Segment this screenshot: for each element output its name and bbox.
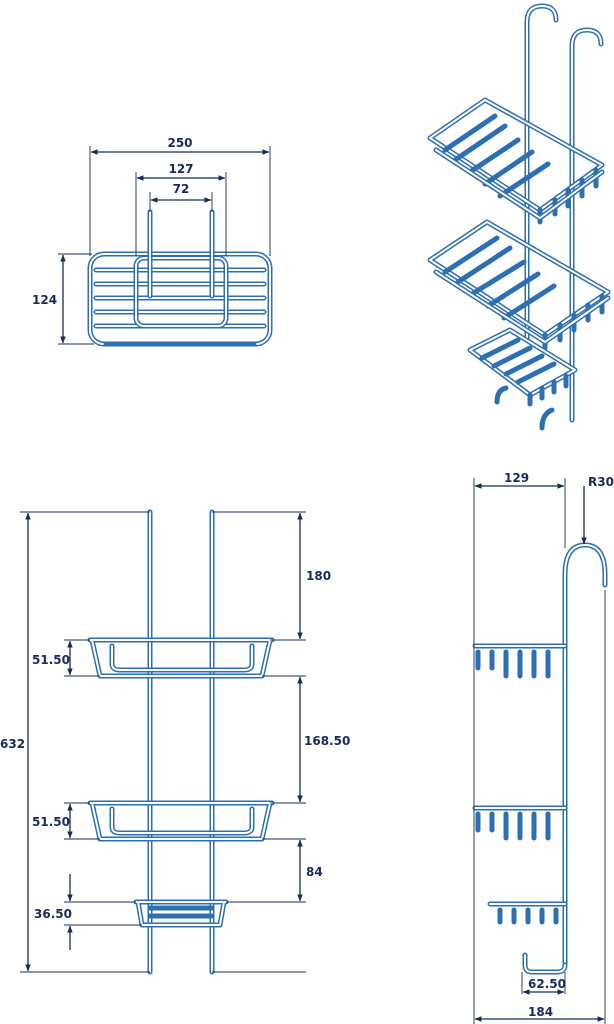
front-rails bbox=[147, 509, 215, 975]
dim-hook-radius: R30 bbox=[588, 475, 614, 489]
front-shelf-1 bbox=[87, 637, 275, 679]
iso-shelf-top bbox=[427, 97, 605, 225]
isometric-view bbox=[427, 3, 611, 431]
dim-depth-total: 184 bbox=[528, 1005, 553, 1019]
dim-hook-opening: 62.50 bbox=[528, 977, 566, 991]
front-view: 632 180 51.50 168.50 51.50 84 36.50 bbox=[0, 509, 350, 975]
dim-width-inner: 72 bbox=[173, 182, 190, 196]
dim-width-mid: 127 bbox=[168, 162, 193, 176]
dim-shelf1-height: 51.50 bbox=[32, 653, 70, 667]
iso-shelf-middle bbox=[427, 219, 611, 351]
side-rail-hook bbox=[522, 542, 608, 975]
dim-width-overall: 250 bbox=[167, 136, 192, 150]
iso-shelf-bottom bbox=[467, 327, 578, 407]
dim-shelf2-to-shelf3: 84 bbox=[306, 865, 323, 879]
dim-height-total: 632 bbox=[0, 737, 25, 751]
dim-top-depth: 129 bbox=[504, 471, 529, 485]
dim-depth: 124 bbox=[32, 293, 57, 307]
dim-top-to-shelf1: 180 bbox=[306, 569, 331, 583]
iso-rails bbox=[494, 3, 604, 431]
front-shelf-2 bbox=[87, 800, 275, 842]
side-shelf-1 bbox=[472, 643, 568, 679]
side-shelf-3 bbox=[487, 901, 568, 925]
top-view-basket bbox=[87, 209, 273, 347]
front-shelf-3 bbox=[133, 899, 229, 928]
top-view: 250 127 72 124 bbox=[32, 136, 273, 347]
dim-shelf3-height: 36.50 bbox=[34, 907, 72, 921]
side-view: 129 R30 62.50 184 bbox=[472, 471, 614, 1024]
dim-shelf1-to-shelf2: 168.50 bbox=[304, 734, 350, 748]
dim-shelf2-height: 51.50 bbox=[32, 815, 70, 829]
side-shelf-2 bbox=[472, 805, 568, 841]
